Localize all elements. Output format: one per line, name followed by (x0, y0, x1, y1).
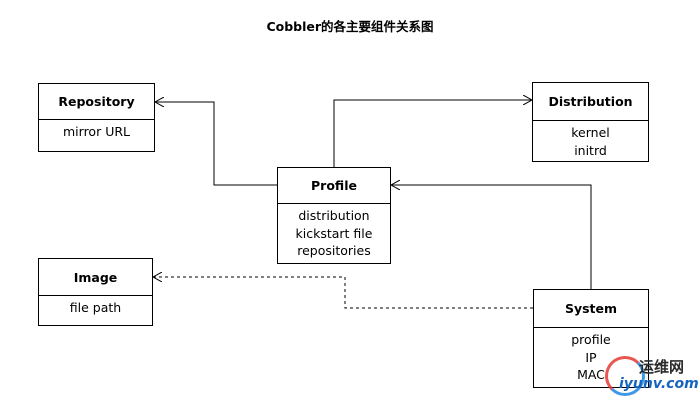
profile-attributes: distribution kickstart file repositories (278, 204, 390, 260)
watermark-text: 运维网 (639, 358, 685, 376)
edge-profile-repository (155, 102, 277, 186)
repository-entity: Repository mirror URL (38, 83, 155, 152)
watermark-circle-icon (605, 356, 645, 396)
system-attributes: profile IP MAC (534, 328, 648, 384)
repository-attr: mirror URL (63, 124, 130, 139)
system-attr: profile (571, 332, 611, 347)
system-attr: IP (585, 349, 597, 365)
repository-attributes: mirror URL (39, 120, 154, 141)
system-attr: MAC (577, 367, 605, 382)
distribution-name: Distribution (533, 83, 648, 121)
image-name: Image (39, 259, 152, 296)
distribution-attr: kernel (571, 125, 610, 140)
profile-name: Profile (278, 168, 390, 204)
profile-attr: kickstart file (295, 225, 373, 241)
distribution-entity: Distribution kernel initrd (532, 82, 649, 162)
profile-entity: Profile distribution kickstart file repo… (277, 167, 391, 264)
distribution-attr: initrd (574, 142, 607, 158)
watermark-url: iyunv.com (619, 376, 699, 392)
edge-system-profile (391, 185, 592, 289)
system-entity: System profile IP MAC (533, 289, 649, 388)
profile-attr: distribution (298, 208, 370, 223)
distribution-attributes: kernel initrd (533, 121, 648, 159)
image-attr: file path (69, 300, 122, 315)
system-name: System (534, 290, 648, 328)
edge-system-image (153, 277, 533, 309)
repository-name: Repository (39, 84, 154, 120)
diagram-title: Cobbler的各主要组件关系图 (266, 19, 434, 34)
image-entity: Image file path (38, 258, 153, 326)
profile-attr: repositories (297, 243, 371, 258)
edge-profile-distribution (333, 100, 532, 167)
watermark-logo: 运维网 iyunv.com (605, 352, 700, 400)
image-attributes: file path (39, 296, 152, 317)
